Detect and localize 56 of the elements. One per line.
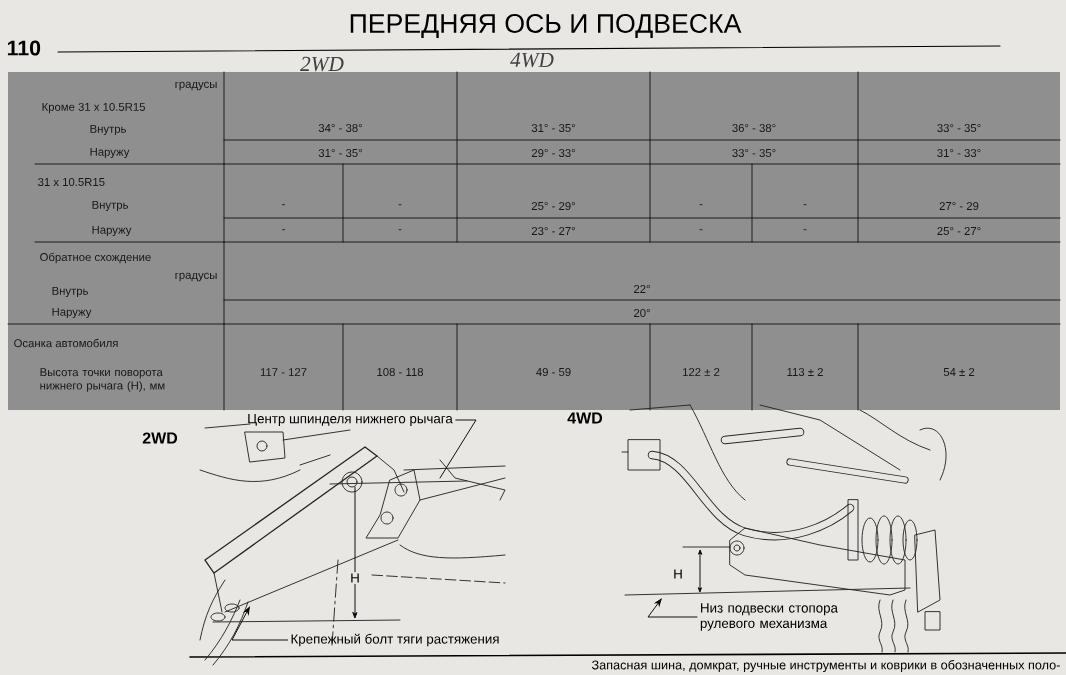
page-number: 110 [7, 40, 41, 56]
handwritten-note: 4WD [510, 52, 554, 68]
page-title: ПЕРЕДНЯЯ ОСЬ И ПОДВЕСКА [350, 14, 742, 38]
row-header: Внутрь [92, 200, 128, 212]
row-header: Осанка автомобиля [14, 338, 118, 348]
dimension-label: H [671, 568, 685, 580]
table-value: 27° - 29 [939, 202, 979, 210]
table-value: 117 - 127 [260, 368, 307, 376]
table-value: 33° - 35° [937, 124, 981, 132]
callout-text: Низ подвески стопора рулевого механизма [700, 603, 838, 631]
figure-label: 4WD [567, 412, 603, 424]
leader-line [439, 419, 477, 479]
table-value: 25° - 29° [531, 202, 575, 210]
table-value: 25° - 27° [937, 227, 981, 235]
row-header: градусы [175, 81, 217, 91]
table-value: - [398, 204, 402, 206]
table-value: - [699, 204, 703, 206]
table-value: 122 ± 2 [683, 368, 720, 376]
table-value: - [699, 229, 703, 231]
handwritten-note: 2WD [300, 56, 344, 72]
row-header: 31 x 10.5R15 [38, 178, 105, 186]
row-header: Наружу [92, 225, 132, 237]
row-header: Наружу [90, 147, 130, 159]
table-value: 20° [634, 309, 650, 317]
table-value: 31° - 33° [937, 149, 981, 157]
row-header: градусы [175, 272, 217, 282]
callout-text: Центр шпинделя нижнего рычага [248, 414, 453, 426]
table-value: 54 ± 2 [943, 368, 975, 376]
table-value: 22° [634, 285, 650, 293]
figure-label: 2WD [142, 432, 178, 444]
row-header: Внутрь [52, 286, 88, 298]
row-header: Высота точки поворота нижнего рычага (H), мм [40, 368, 165, 392]
leader-line [231, 606, 289, 641]
table-value: 108 - 118 [377, 368, 424, 376]
row-header: Внутрь [90, 124, 126, 136]
row-header: Наружу [52, 307, 92, 319]
table-value: - [803, 229, 807, 231]
table-value: - [398, 229, 402, 231]
table-value: 49 - 59 [536, 368, 571, 376]
footer-text: Запасная шина, домкрат, ручные инструменты и коврики в обозначенных поло- [591, 660, 1060, 672]
table-value: 31° - 35° [531, 124, 575, 132]
table-value: 29° - 33° [531, 149, 575, 157]
table-value: 23° - 27° [531, 227, 575, 235]
table-value: 33° - 35° [732, 149, 776, 157]
table-value: - [803, 204, 807, 206]
table-value: - [282, 229, 285, 231]
table-value: 113 ± 2 [787, 368, 823, 376]
table-value: 36° - 38° [732, 124, 776, 132]
table-value: - [282, 204, 285, 206]
row-header: Обратное схождение [40, 252, 151, 264]
row-header: Кроме 31 x 10.5R15 [42, 102, 145, 114]
leader-line [647, 598, 698, 618]
dimension-label: H [348, 572, 362, 584]
table-value: 34° - 38° [318, 124, 362, 132]
table-value: 31° - 35° [318, 149, 362, 157]
callout-text: Крепежный болт тяги растяжения [291, 633, 499, 647]
